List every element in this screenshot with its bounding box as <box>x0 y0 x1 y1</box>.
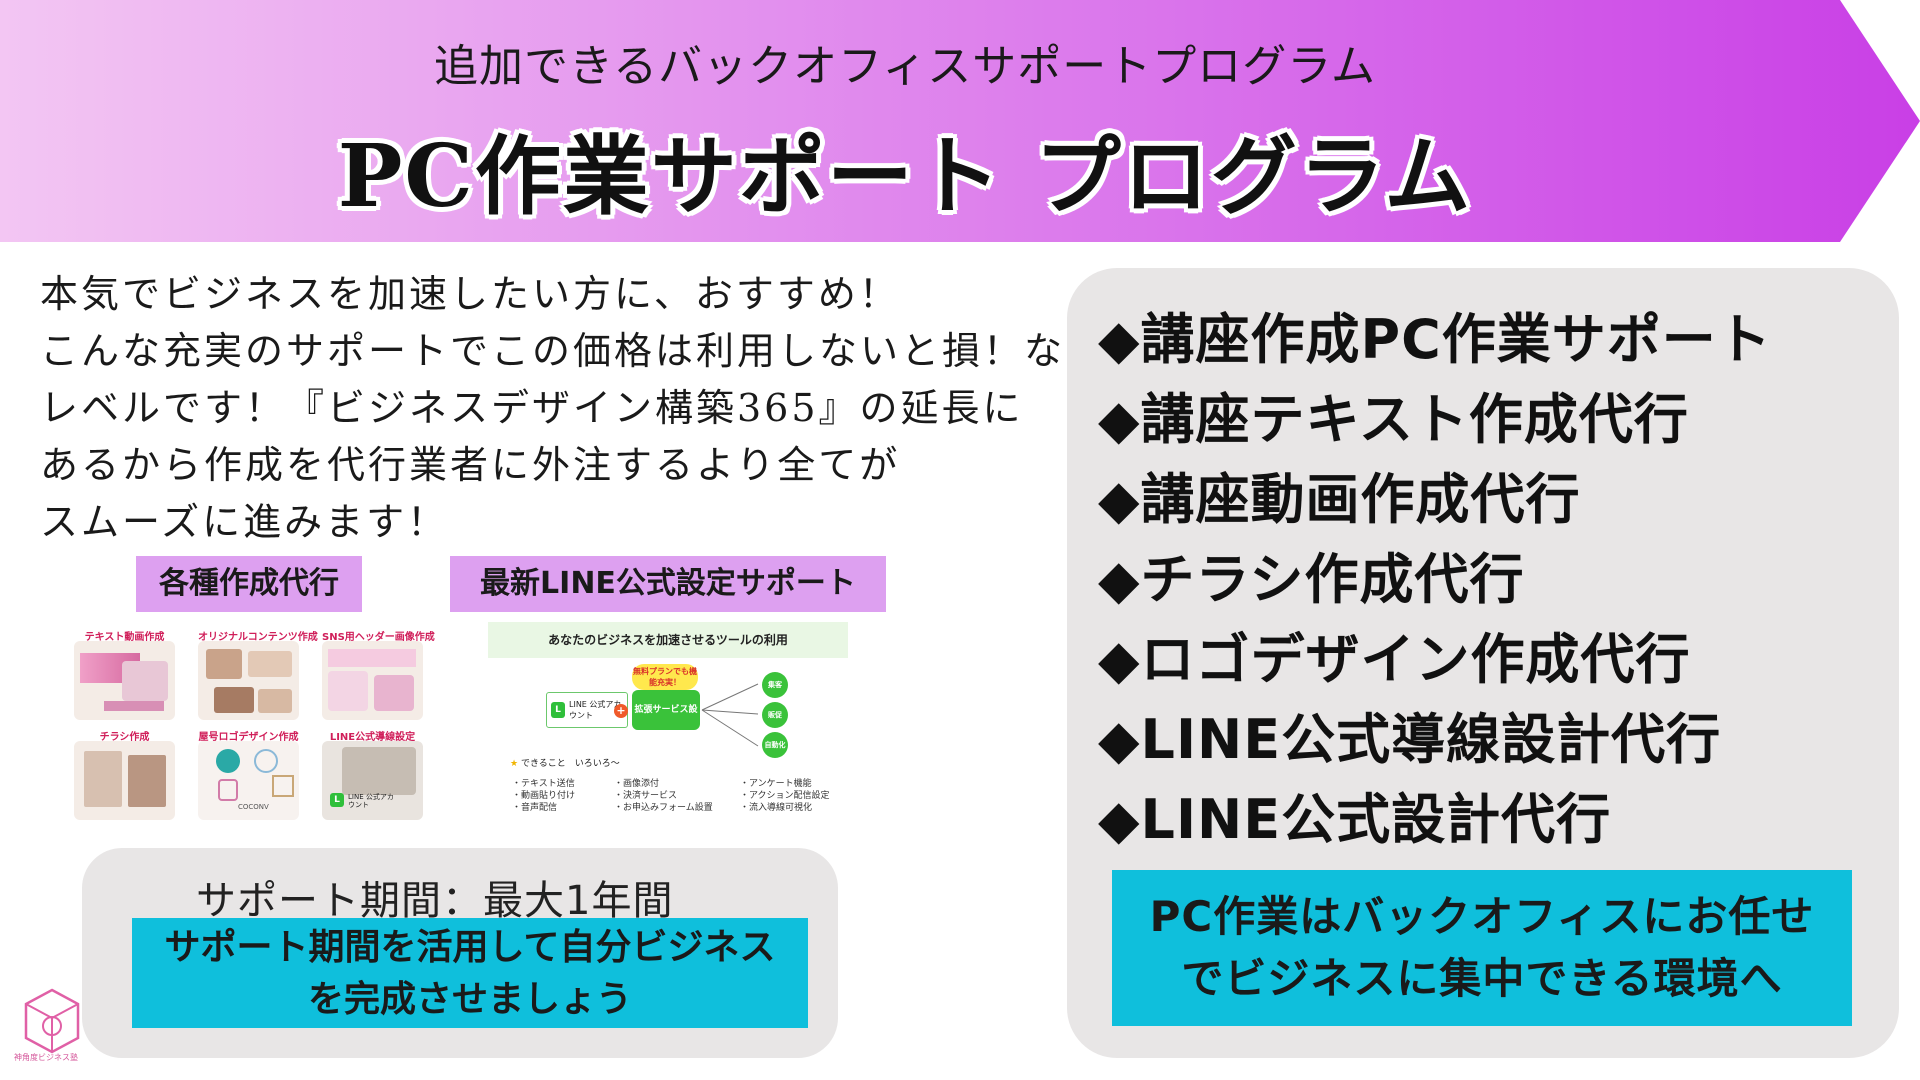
feature-item: ・画像添付 <box>614 779 660 789</box>
thumb-flyer <box>74 741 175 820</box>
thumb-label: SNS用ヘッダー画像作成 <box>322 632 435 643</box>
thumb-line-flow: L LINE 公式アカウント <box>322 741 423 820</box>
thumb-label: テキスト動画作成 <box>84 632 165 643</box>
line-logo-icon: L <box>551 702 565 718</box>
intro-line: あるから作成を代行業者に外注するより全てが <box>40 443 901 487</box>
features-col-2: ・画像添付 ・決済サービス ・お申込みフォーム設置 <box>614 778 713 814</box>
feature-item: ・決済サービス <box>614 791 678 801</box>
feature-item: ・動画貼り付け <box>512 791 576 801</box>
node-promotion: 販促 <box>762 702 788 728</box>
program-item: ◆LINE公式設計代行 <box>1098 788 1612 851</box>
intro-line: スムーズに進みます！ <box>40 500 449 544</box>
program-item: ◆チラシ作成代行 <box>1098 548 1525 611</box>
brand-logo-text: 神角度ビジネス塾 <box>14 1053 78 1062</box>
thumb-label: LINE公式導線設定 <box>329 732 416 743</box>
right-cta-banner: PC作業はバックオフィスにお任せ でビジネスに集中できる環境へ <box>1112 870 1852 1026</box>
program-item: ◆講座テキスト作成代行 <box>1098 388 1689 451</box>
title-banner: 追加できるバックオフィスサポートプログラム PC作業サポート プログラム <box>0 0 1920 242</box>
thumb-sns-header <box>322 641 423 720</box>
program-item: ◆講座作成PC作業サポート <box>1098 308 1772 371</box>
banner-title: PC作業サポート プログラム <box>337 126 1473 227</box>
right-cta-line: でビジネスに集中できる環境へ <box>1181 954 1783 1003</box>
support-cta-line: サポート期間を活用して自分ビジネス <box>164 927 776 968</box>
feature-item: ・アンケート機能 <box>740 779 812 789</box>
support-period-text: サポート期間：最大1年間 <box>196 878 674 924</box>
support-cta-line: を完成させましょう <box>307 979 632 1020</box>
feature-item: ・流入導線可視化 <box>740 803 813 813</box>
feature-item: ・お申込みフォーム設置 <box>614 803 713 813</box>
thumb-label: チラシ作成 <box>99 732 150 743</box>
free-plan-bubble: 無料プランでも機能充実！ <box>632 664 698 690</box>
thumb-line-account-text: LINE 公式アカウント <box>348 793 394 809</box>
program-item: ◆講座動画作成代行 <box>1098 468 1581 531</box>
thumb-label: 屋号ロゴデザイン作成 <box>198 732 299 743</box>
thumb-text-video <box>74 641 175 720</box>
program-list: ◆講座作成PC作業サポート ◆講座テキスト作成代行 ◆講座動画作成代行 ◆チラシ… <box>1098 300 1772 860</box>
support-cta-banner: サポート期間を活用して自分ビジネス を完成させましょう <box>132 918 808 1028</box>
can-do-label: ★ できること いろいろ〜 <box>510 756 620 769</box>
line-diagram-heading: あなたのビジネスを加速させるツールの利用 <box>488 622 848 658</box>
intro-paragraph: 本気でビジネスを加速したい方に、おすすめ！ こんな充実のサポートでこの価格は利用… <box>40 266 1066 551</box>
diagram-arrows <box>701 683 759 747</box>
intro-line: レベルです！『ビジネスデザイン構築365』の延長に <box>40 386 1024 430</box>
extension-service-box: 拡張サービス設定 <box>632 690 700 755</box>
feature-item: ・音声配信 <box>512 803 558 813</box>
banner-arrow-shape <box>0 0 1920 242</box>
can-do-text: できること いろいろ〜 <box>520 759 620 769</box>
node-automation: 自動化 <box>762 732 788 758</box>
thumb-coconv-text: COCONV <box>238 803 269 811</box>
intro-line: こんな充実のサポートでこの価格は利用しないと損！な <box>40 329 1066 373</box>
features-col-3: ・アンケート機能 ・アクション配信設定 ・流入導線可視化 <box>740 778 830 814</box>
program-item: ◆ロゴデザイン作成代行 <box>1098 628 1691 691</box>
plus-icon: + <box>614 704 628 718</box>
program-item: ◆LINE公式導線設計代行 <box>1098 708 1722 771</box>
brand-logo-icon <box>24 988 80 1054</box>
thumb-logo-design: COCONV <box>198 741 299 820</box>
line-badge-text: LINE 公式アカウント <box>569 700 622 720</box>
tag-creation: 各種作成代行 <box>136 556 362 612</box>
thumb-original-content <box>198 641 299 720</box>
intro-line: 本気でビジネスを加速したい方に、おすすめ！ <box>40 272 900 316</box>
feature-item: ・アクション配信設定 <box>740 791 830 801</box>
tag-line-support: 最新LINE公式設定サポート <box>450 556 886 612</box>
banner-subtitle: 追加できるバックオフィスサポートプログラム <box>434 41 1376 92</box>
features-col-1: ・テキスト送信 ・動画貼り付け ・音声配信 <box>512 778 575 814</box>
node-attract: 集客 <box>762 672 788 698</box>
thumb-label: オリジナルコンテンツ作成 <box>198 632 318 643</box>
right-cta-line: PC作業はバックオフィスにお任せ <box>1149 892 1815 941</box>
star-icon: ★ <box>510 759 519 769</box>
feature-item: ・テキスト送信 <box>512 779 575 789</box>
